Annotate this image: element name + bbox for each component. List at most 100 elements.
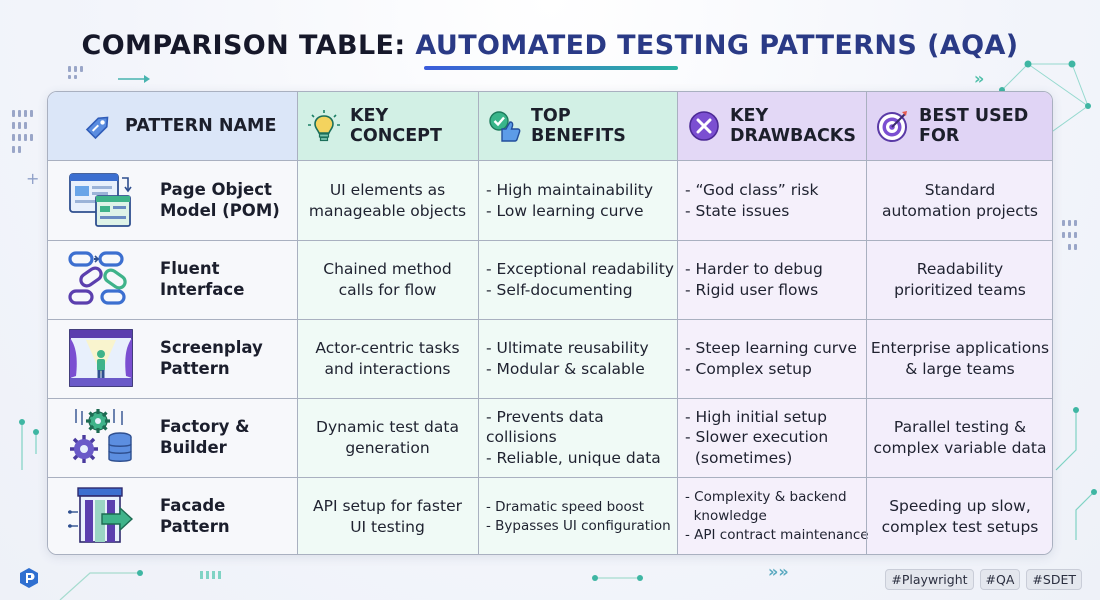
bottom-decoration-icon: »»	[59, 562, 789, 600]
svg-text:+: +	[26, 169, 39, 188]
pattern-name-cell: Factory & Builder	[48, 398, 297, 477]
best-for-cell: Readability prioritized teams	[894, 260, 1026, 299]
header-pattern-name: PATTERN NAME	[48, 92, 297, 161]
benefits-cell: - High maintainability - Low learning cur…	[478, 161, 677, 240]
header-key-concept: KEY CONCEPT	[297, 92, 478, 161]
hashtag: #SDET	[1026, 569, 1082, 590]
benefit-item: - Bypasses UI configuration	[486, 517, 671, 534]
drawback-item: - API contract maintenance	[685, 527, 869, 543]
header-label: BEST USED FOR	[919, 106, 1029, 146]
benefit-item: - Reliable, unique data	[486, 448, 661, 467]
hashtag: #Playwright	[885, 569, 974, 590]
benefits-cell: - Exceptional readability - Self-document…	[478, 240, 677, 319]
header-label: KEY DRAWBACKS	[730, 106, 856, 146]
benefit-item: - High maintainability	[486, 181, 654, 199]
benefit-item: - Dramatic speed boost	[486, 498, 645, 515]
brand-logo-icon	[20, 568, 38, 588]
pattern-name: Fluent Interface	[160, 259, 245, 299]
drawbacks-cell: - Harder to debug - Rigid user flows	[677, 240, 866, 319]
header-label: KEY CONCEPT	[350, 106, 442, 146]
concept-cell: API setup for faster UI testing	[313, 497, 462, 536]
grid-line	[48, 398, 1052, 399]
drawback-item: - High initial setup	[685, 407, 827, 426]
drawback-item: - Harder to debug	[685, 260, 823, 278]
pattern-name-cell: Facade Pattern	[48, 477, 297, 554]
drawback-item: - Steep learning curve	[685, 339, 857, 357]
lightbulb-icon	[308, 110, 340, 142]
title-part-1: COMPARISON TABLE:	[81, 30, 416, 61]
circuit-left-decoration-icon	[19, 419, 39, 470]
benefit-item: - Ultimate reusability	[486, 339, 649, 357]
drawback-item: - Complexity & backend	[685, 489, 847, 505]
thumbs-up-icon	[489, 111, 521, 142]
pattern-name: Screenplay Pattern	[160, 338, 263, 378]
facade-door-icon	[68, 487, 134, 543]
drawback-item: - Rigid user flows	[685, 280, 819, 299]
pattern-name-cell: Screenplay Pattern	[48, 319, 297, 398]
table-row: Screenplay Pattern Actor-centric tasks a…	[48, 319, 1052, 398]
header-best-used-for: BEST USED FOR	[866, 92, 1052, 161]
grid-line	[478, 92, 479, 554]
tag-icon	[85, 116, 109, 140]
circuit-decoration-icon	[1055, 220, 1097, 540]
dots-decoration-icon: +	[12, 66, 150, 188]
header-label: PATTERN NAME	[125, 116, 277, 136]
page-title: COMPARISON TABLE: AUTOMATED TESTING PATT…	[0, 30, 1100, 61]
pattern-name-cell: Page Object Model (POM)	[48, 161, 297, 240]
theater-stage-icon	[69, 329, 133, 387]
comparison-table: PATTERN NAME KEY CONCEPT TOP BENEFITS KE…	[47, 91, 1053, 555]
table-row: Factory & Builder Dynamic test data gene…	[48, 398, 1052, 477]
header-top-benefits: TOP BENEFITS	[478, 92, 677, 161]
svg-text:»: »	[974, 69, 984, 88]
hashtag: #QA	[979, 569, 1021, 590]
benefit-item: - Prevents data collisions	[486, 407, 604, 447]
drawback-item: - Complex setup	[685, 359, 812, 378]
grid-line	[297, 92, 298, 554]
benefit-item: - Self-documenting	[486, 280, 633, 299]
concept-cell: UI elements as manageable objects	[308, 181, 467, 220]
benefits-cell: - Prevents data collisions- Reliable, un…	[478, 398, 677, 477]
best-for-cell: Parallel testing & complex variable data	[873, 418, 1047, 457]
title-underline	[424, 66, 678, 70]
best-for-cell: Standard automation projects	[882, 181, 1038, 220]
drawbacks-cell: - High initial setup - Slower execution (…	[677, 398, 866, 477]
target-icon	[877, 111, 907, 142]
best-for-cell: Enterprise applications & large teams	[870, 339, 1050, 378]
title-part-2: AUTOMATED TESTING PATTERNS (AQA)	[415, 30, 1019, 61]
concept-cell: Actor-centric tasks and interactions	[315, 339, 460, 378]
pattern-name: Page Object Model (POM)	[160, 180, 280, 220]
drawbacks-cell: - Steep learning curve - Complex setup	[677, 319, 866, 398]
svg-text:»»: »»	[768, 562, 789, 581]
chain-links-icon	[68, 251, 127, 305]
benefit-item: - Low learning curve	[486, 201, 644, 220]
browser-window-icon	[69, 173, 132, 227]
gears-database-icon	[70, 409, 132, 463]
drawbacks-cell: - Complexity & backend knowledge - API co…	[677, 477, 869, 554]
table-row: Facade Pattern API setup for faster UI t…	[48, 477, 1052, 554]
table-row: Page Object Model (POM) UI elements as m…	[48, 161, 1052, 240]
drawback-item: knowledge	[685, 508, 767, 524]
drawback-item: (sometimes)	[685, 448, 793, 467]
benefit-item: - Modular & scalable	[486, 359, 645, 378]
x-circle-icon	[689, 111, 719, 141]
drawback-item: - “God class” risk	[685, 181, 819, 199]
drawback-item: - Slower execution	[685, 428, 829, 447]
benefits-cell: - Dramatic speed boost - Bypasses UI conf…	[478, 477, 677, 554]
pattern-name: Factory & Builder	[160, 417, 250, 457]
grid-line	[48, 319, 1052, 320]
concept-cell: Chained method calls for flow	[323, 260, 452, 299]
concept-cell: Dynamic test data generation	[316, 418, 459, 457]
benefit-item: - Exceptional readability	[486, 260, 674, 278]
table-row: Fluent Interface Chained method calls fo…	[48, 240, 1052, 319]
grid-line	[48, 240, 1052, 241]
header-key-drawbacks: KEY DRAWBACKS	[677, 92, 866, 161]
grid-line	[677, 92, 678, 554]
grid-line	[48, 477, 1052, 478]
drawbacks-cell: - “God class” risk - State issues	[677, 161, 866, 240]
grid-line	[866, 92, 867, 554]
best-for-cell: Speeding up slow, complex test setups	[881, 497, 1039, 536]
hashtag-list: #Playwright #QA #SDET	[885, 569, 1082, 590]
drawback-item: - State issues	[685, 201, 790, 220]
header-label: TOP BENEFITS	[531, 106, 626, 146]
benefits-cell: - Ultimate reusability - Modular & scalab…	[478, 319, 677, 398]
